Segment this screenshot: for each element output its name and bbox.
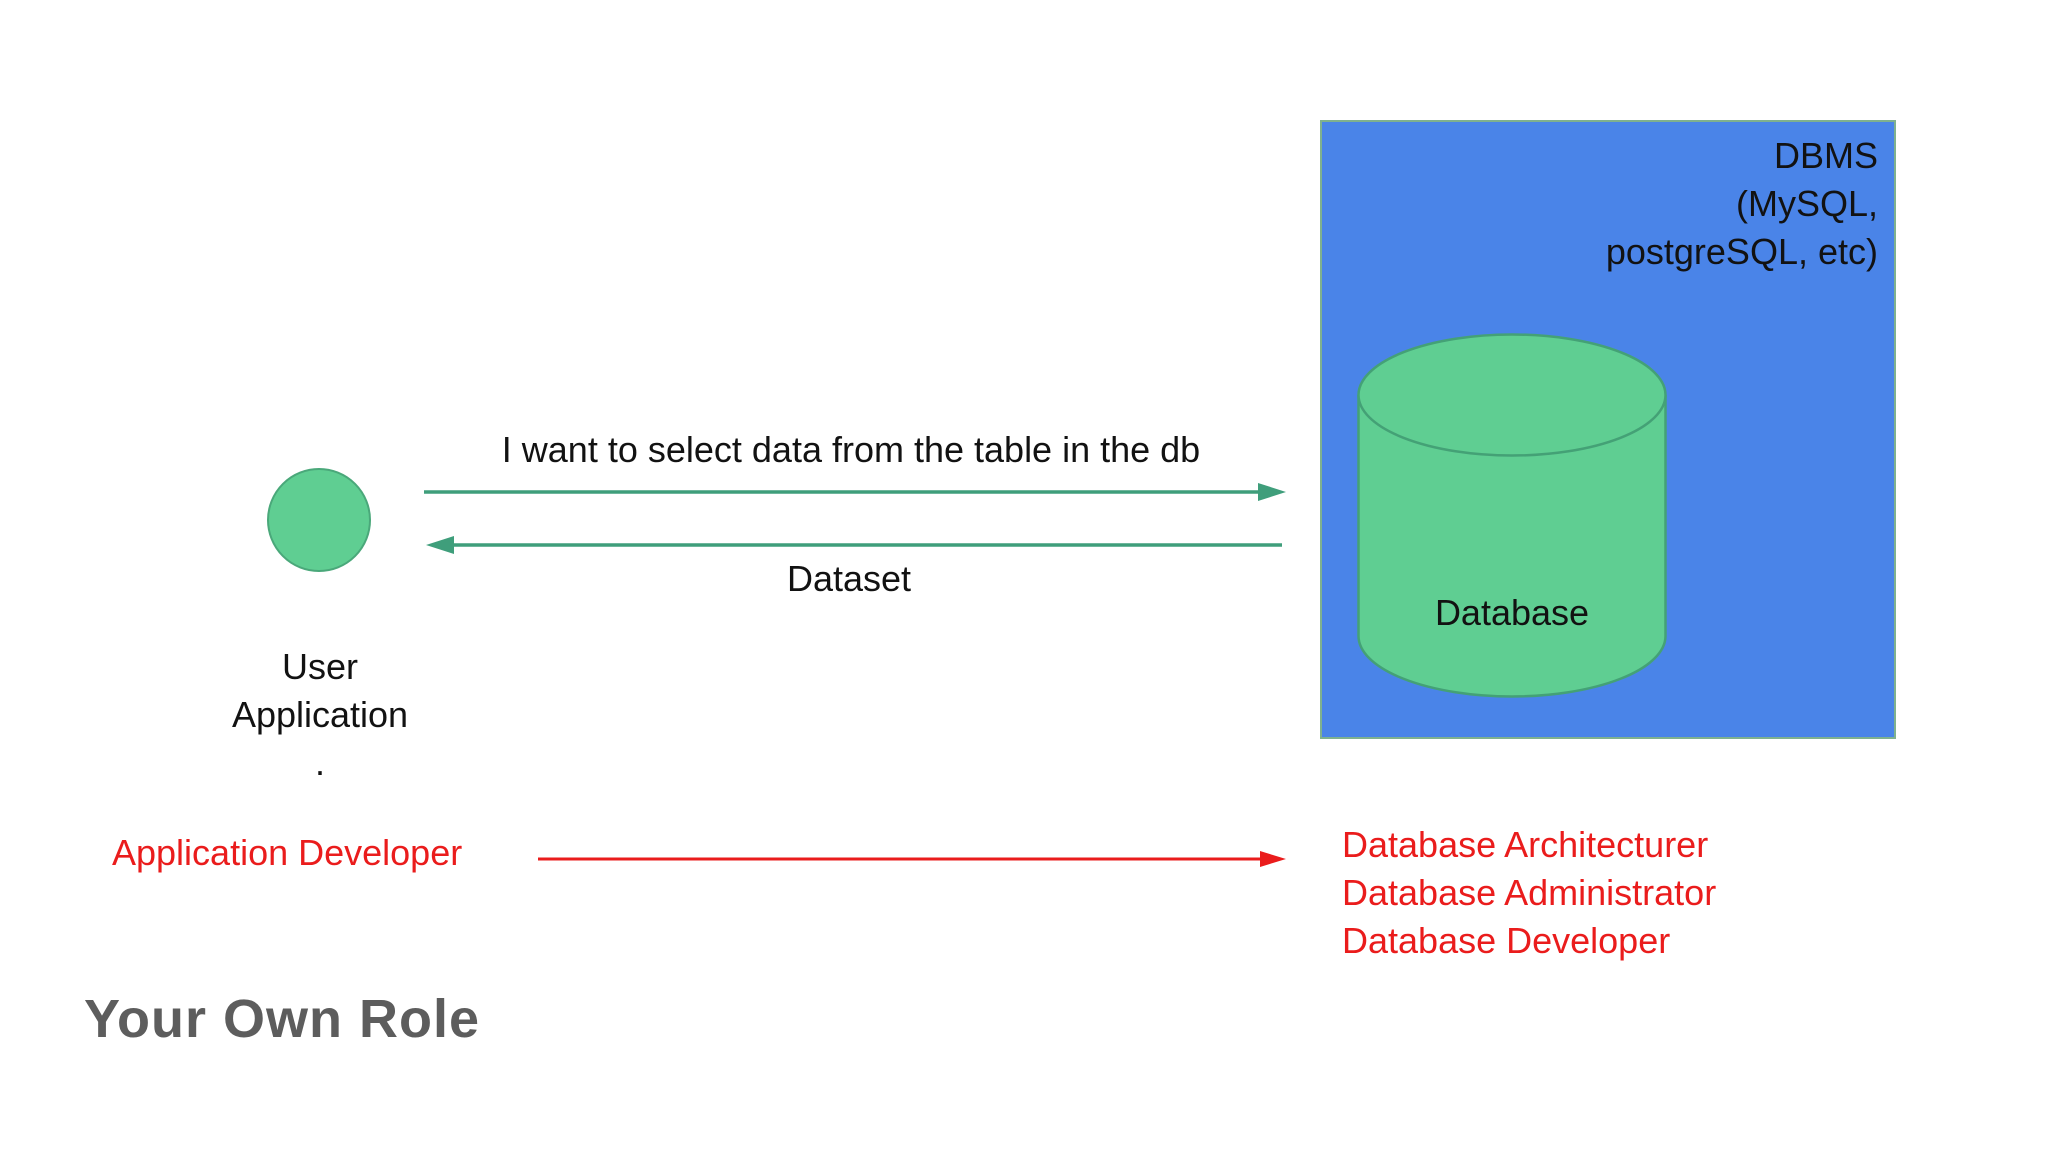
- database-role-item-3: Database Developer: [1342, 920, 1671, 961]
- request-message-label: I want to select data from the table in …: [501, 429, 1201, 470]
- page-title: Your Own Role: [84, 989, 481, 1049]
- dbms-title-line-1: DBMS: [1773, 135, 1878, 176]
- user-label-line-2: Application: [231, 694, 409, 735]
- user-application-circle: [267, 468, 371, 572]
- response-message-label: Dataset: [786, 558, 912, 599]
- database-role-item-2: Database Administrator: [1342, 872, 1717, 913]
- database-role-item-1: Database Architecturer: [1342, 824, 1709, 865]
- user-label-line-1: User: [281, 646, 358, 687]
- response-arrow: [426, 536, 1282, 554]
- application-developer-label: Application Developer: [112, 832, 463, 873]
- dbms-title-line-2: (MySQL,: [1735, 183, 1878, 224]
- role-mapping-arrow: [538, 851, 1286, 867]
- user-application-label: User Application .: [120, 643, 520, 787]
- request-arrow: [424, 483, 1286, 501]
- dbms-title-line-3: postgreSQL, etc): [1605, 231, 1878, 272]
- database-cylinder-icon: [1357, 333, 1667, 698]
- dbms-box-title: DBMS (MySQL, postgreSQL, etc): [1458, 132, 1878, 276]
- user-label-line-3: .: [314, 742, 325, 783]
- database-roles-list: Database Architecturer Database Administ…: [1342, 821, 1716, 965]
- database-label: Database: [1434, 592, 1590, 633]
